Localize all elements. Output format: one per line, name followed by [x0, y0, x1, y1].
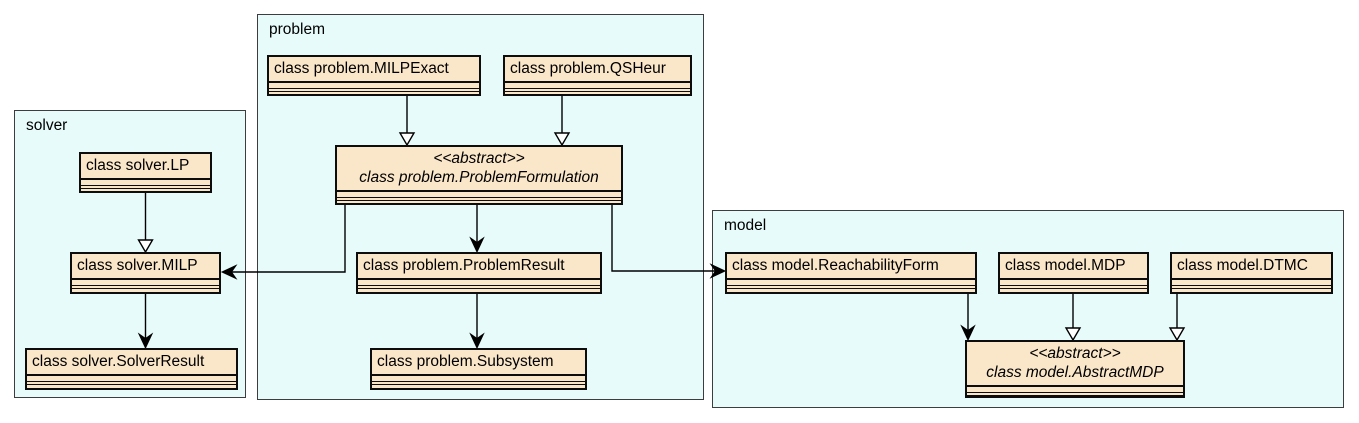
package-model-label: model [724, 217, 767, 234]
class-problem-qsheur: class problem.QSHeur [503, 55, 692, 96]
class-model-abstractmdp-title: <<abstract>> class model.AbstractMDP [967, 342, 1183, 387]
class-problem-problemresult-title: class problem.ProblemResult [358, 254, 600, 280]
methods-compartment [1000, 289, 1147, 295]
methods-compartment [337, 201, 621, 207]
methods-compartment [372, 385, 585, 391]
class-problem-subsystem-title: class problem.Subsystem [372, 350, 585, 376]
methods-compartment [81, 189, 210, 195]
attributes-compartment [727, 280, 975, 289]
attributes-compartment [81, 180, 210, 189]
class-solver-milp: class solver.MILP [70, 252, 221, 294]
methods-compartment [27, 385, 236, 391]
class-model-mdp: class model.MDP [998, 252, 1149, 294]
stereotype-label: <<abstract>> [433, 150, 525, 167]
attributes-compartment [269, 83, 479, 92]
class-problem-problemformulation: <<abstract>> class problem.ProblemFormul… [335, 145, 623, 205]
class-model-dtmc-title: class model.DTMC [1172, 254, 1331, 280]
stereotype-label: <<abstract>> [1029, 345, 1121, 362]
class-name-label: class problem.ProblemFormulation [359, 169, 599, 186]
class-solver-solverresult-title: class solver.SolverResult [27, 350, 236, 376]
methods-compartment [505, 92, 690, 98]
attributes-compartment [967, 387, 1183, 396]
attributes-compartment [372, 376, 585, 385]
methods-compartment [1172, 289, 1331, 295]
class-problem-subsystem: class problem.Subsystem [370, 348, 587, 390]
class-solver-lp: class solver.LP [79, 152, 212, 193]
package-solver-label: solver [26, 117, 68, 134]
class-problem-qsheur-title: class problem.QSHeur [505, 57, 690, 83]
class-model-dtmc: class model.DTMC [1170, 252, 1333, 294]
class-model-reachabilityform: class model.ReachabilityForm [725, 252, 977, 294]
attributes-compartment [72, 280, 219, 289]
methods-compartment [967, 396, 1183, 402]
methods-compartment [269, 92, 479, 98]
class-solver-lp-title: class solver.LP [81, 154, 210, 180]
methods-compartment [72, 289, 219, 295]
methods-compartment [727, 289, 975, 295]
class-problem-milpexact-title: class problem.MILPExact [269, 57, 479, 83]
attributes-compartment [505, 83, 690, 92]
attributes-compartment [1172, 280, 1331, 289]
class-model-abstractmdp: <<abstract>> class model.AbstractMDP [965, 340, 1185, 398]
class-problem-milpexact: class problem.MILPExact [267, 55, 481, 96]
attributes-compartment [27, 376, 236, 385]
class-problem-problemformulation-title: <<abstract>> class problem.ProblemFormul… [337, 147, 621, 192]
attributes-compartment [1000, 280, 1147, 289]
class-model-mdp-title: class model.MDP [1000, 254, 1147, 280]
class-solver-solverresult: class solver.SolverResult [25, 348, 238, 390]
methods-compartment [358, 289, 600, 295]
class-problem-problemresult: class problem.ProblemResult [356, 252, 602, 294]
class-model-reachabilityform-title: class model.ReachabilityForm [727, 254, 975, 280]
package-problem-label: problem [269, 21, 325, 38]
class-solver-milp-title: class solver.MILP [72, 254, 219, 280]
attributes-compartment [337, 192, 621, 201]
class-name-label: class model.AbstractMDP [986, 364, 1164, 381]
attributes-compartment [358, 280, 600, 289]
